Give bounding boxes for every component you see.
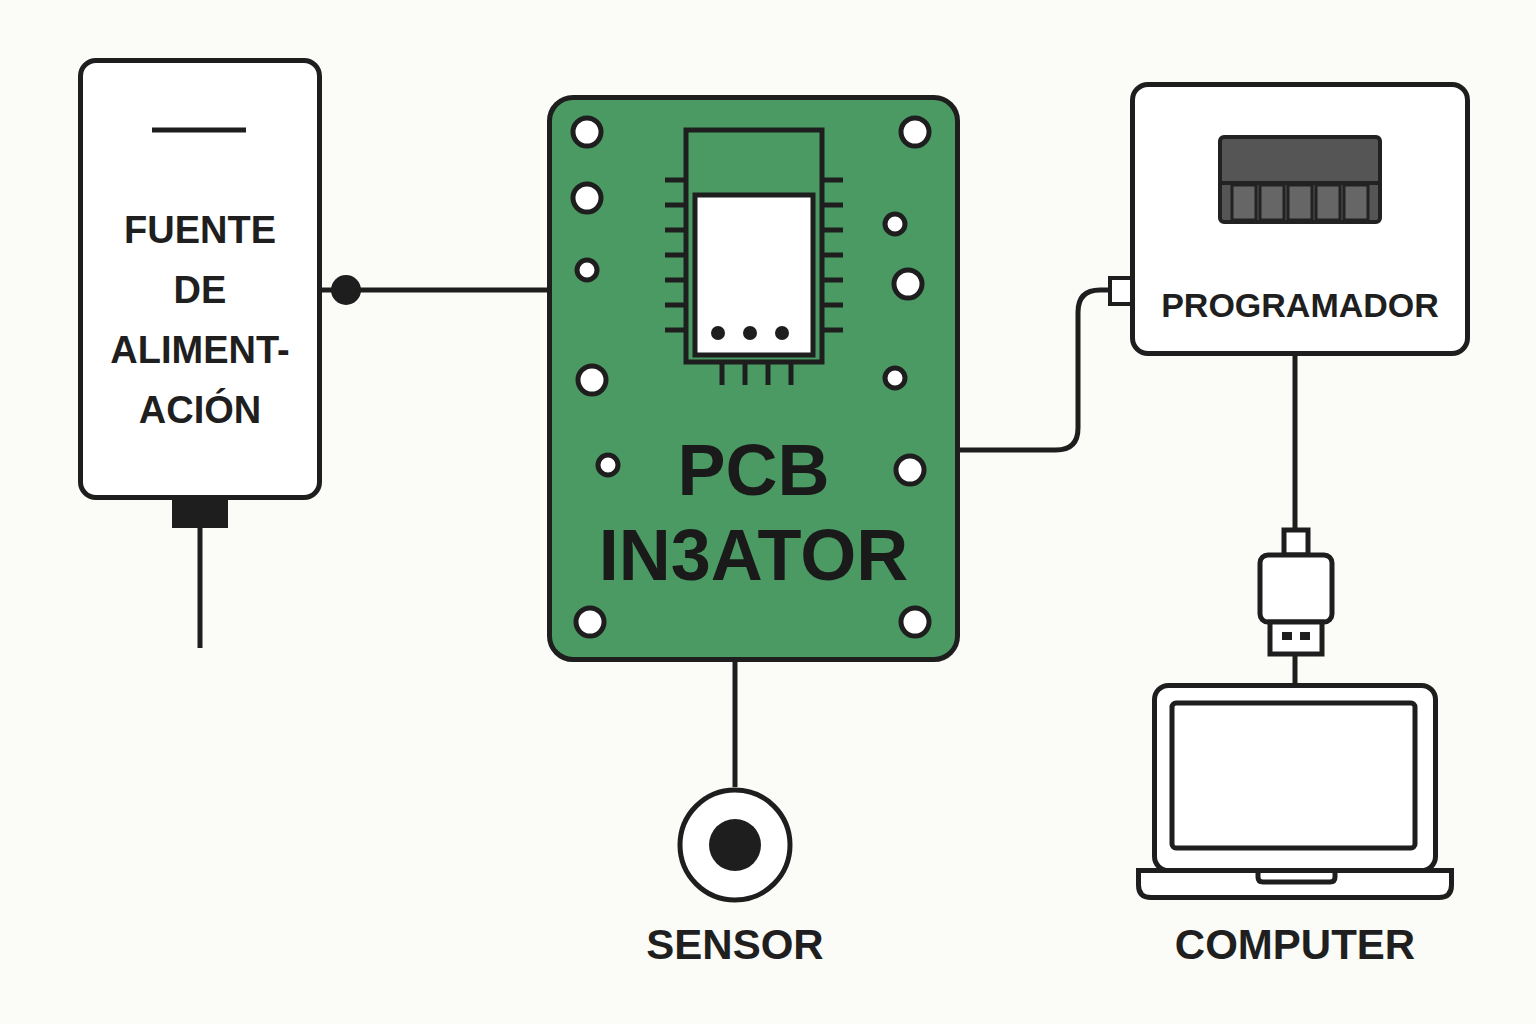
node-label: SENSOR [646,921,823,969]
node-label: PROGRAMADOR [1161,285,1439,325]
power-supply-box: FUENTE DE ALIMENT- ACIÓN [78,58,322,500]
node-label: PCB IN3ATOR [574,428,934,598]
sensor-symbol [677,787,793,903]
pcb-board: PCB IN3ATOR [547,95,960,662]
node-label: COMPUTER [1175,921,1415,969]
usb-plug [1260,530,1332,654]
sensor-node: SENSOR [677,787,793,903]
wire-connector [960,290,1130,450]
junction-dot [331,275,361,305]
computer-node: COMPUTER [1136,683,1454,900]
power-cable [198,526,203,648]
node-label: FUENTE DE ALIMENT- ACIÓN [105,200,295,440]
header-connector [1110,278,1132,304]
wire-connector [733,662,738,787]
laptop-icon [1136,683,1454,900]
programmer-box: PROGRAMADOR [1130,82,1470,356]
chip-icon [1218,135,1382,225]
power-plug [172,500,228,528]
